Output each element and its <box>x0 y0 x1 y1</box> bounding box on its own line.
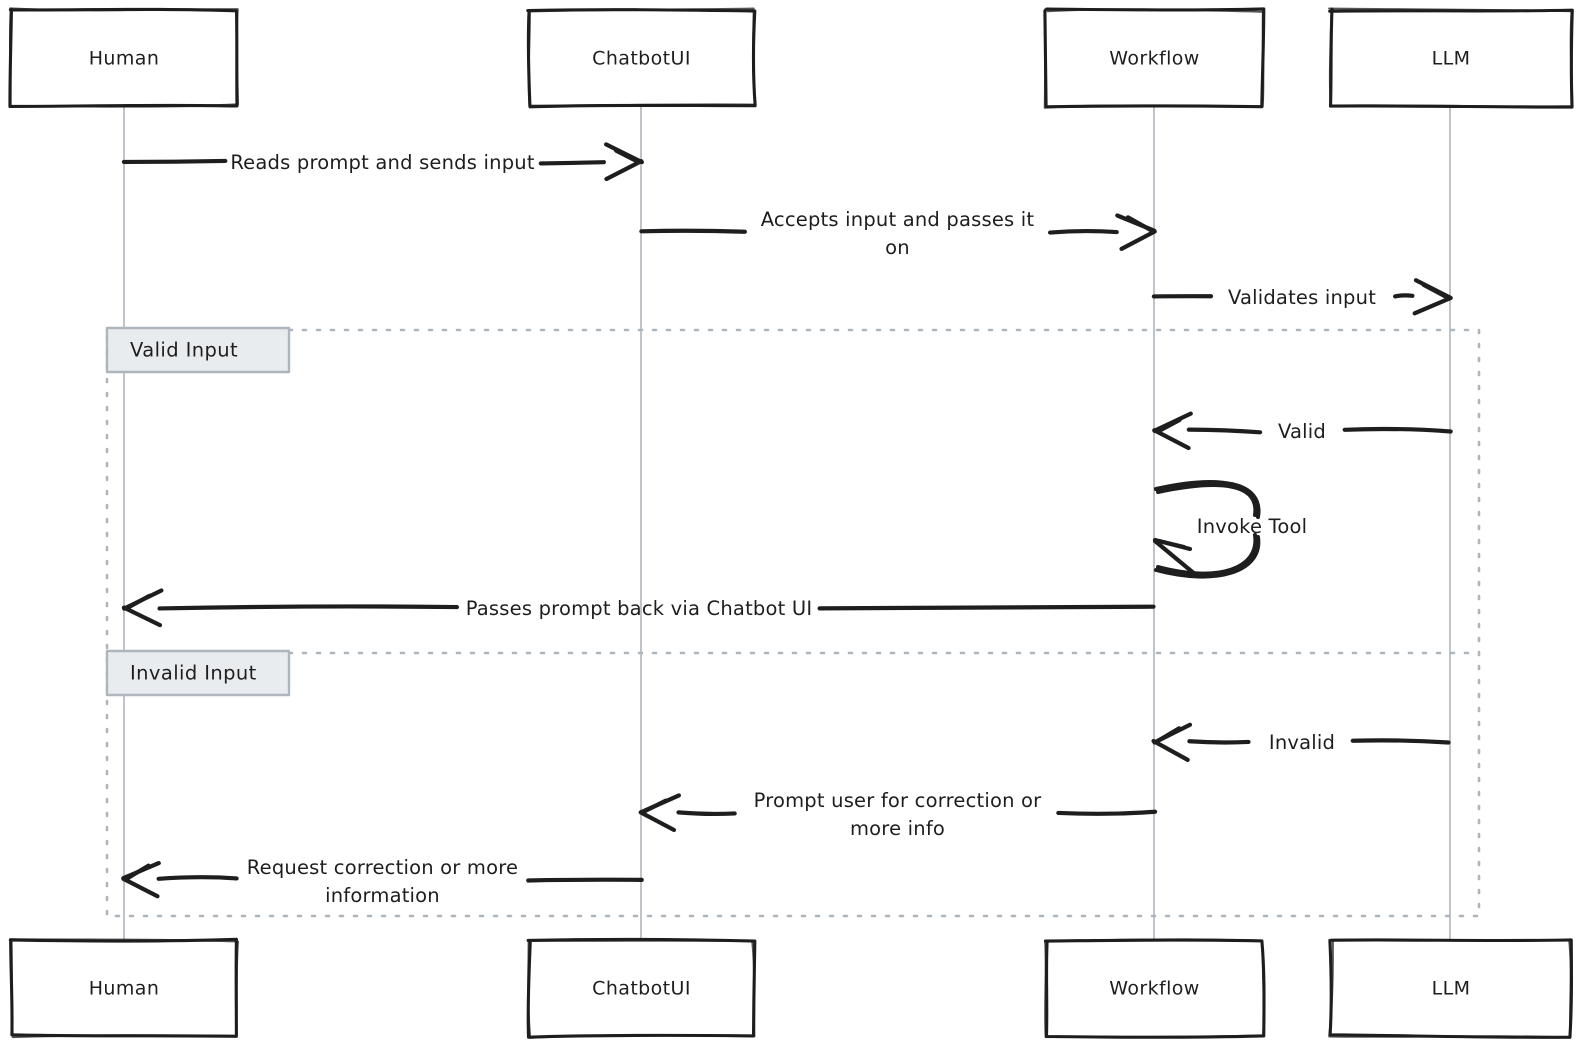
participant-label: ChatbotUI <box>592 48 691 70</box>
message-line-tail <box>1350 738 1451 745</box>
message-m4: Valid <box>1152 411 1453 451</box>
message-line-head <box>1187 739 1251 745</box>
participant-bottom-workflow[interactable]: Workflow <box>1043 938 1266 1039</box>
participant-label: Workflow <box>1109 978 1199 1000</box>
message-label: Valid <box>1278 420 1326 443</box>
message-label: Reads prompt and sends input <box>230 151 535 174</box>
message-label: Validates input <box>1228 286 1376 309</box>
lifelines-group <box>123 106 1451 940</box>
participant-label: Workflow <box>1109 48 1199 70</box>
participant-label: ChatbotUI <box>592 978 691 1000</box>
participant-top-human[interactable]: Human <box>8 7 239 109</box>
message-label: Invoke Tool <box>1197 515 1307 538</box>
message-line-head <box>157 604 459 611</box>
message-line-tail <box>639 228 747 234</box>
message-line-head <box>676 810 737 817</box>
message-line-head <box>1393 293 1415 299</box>
participant-label: LLM <box>1432 978 1471 1000</box>
message-line-head <box>1047 228 1119 235</box>
group-tag-background <box>105 326 291 374</box>
group-tag-label: Valid Input <box>130 339 238 362</box>
group-tag-invalid-input: Invalid Input <box>105 649 291 697</box>
message-m5: Invoke Tool <box>1152 480 1307 579</box>
message-m3: Validates input <box>1151 278 1453 316</box>
participant-label: Human <box>89 978 160 1000</box>
message-label: Invalid <box>1269 731 1335 754</box>
message-line-tail <box>121 158 228 165</box>
participant-top-chatbotui[interactable]: ChatbotUI <box>526 7 757 109</box>
participant-top-workflow[interactable]: Workflow <box>1043 7 1266 109</box>
participant-boxes-top: Human ChatbotUI Workflow LLM <box>8 7 1574 109</box>
message-m6: Passes prompt back via Chatbot UI <box>121 588 1156 628</box>
participant-boxes-bottom: Human ChatbotUI Workflow LLM <box>8 937 1574 1039</box>
participant-bottom-human[interactable]: Human <box>8 937 239 1039</box>
self-loop-top <box>1154 480 1261 519</box>
participant-label: Human <box>89 48 160 70</box>
group-tag-background <box>105 649 291 697</box>
group-tag-label: Invalid Input <box>130 662 257 685</box>
participant-label: LLM <box>1432 48 1471 70</box>
message-line-head <box>1186 427 1263 435</box>
message-line-head <box>538 160 606 166</box>
group-tag-valid-input: Valid Input <box>105 326 291 374</box>
message-line-tail <box>1342 426 1453 434</box>
self-loop-bottom <box>1156 533 1258 576</box>
message-line-tail <box>526 877 644 883</box>
message-m7: Invalid <box>1151 722 1451 762</box>
message-label: Passes prompt back via Chatbot UI <box>466 597 813 620</box>
message-m1: Reads prompt and sends input <box>121 142 644 182</box>
message-line-tail <box>817 604 1156 611</box>
message-line-head <box>156 875 239 881</box>
alt-group-frame <box>105 328 1481 918</box>
alt-frame-border <box>105 328 1481 918</box>
participant-top-llm[interactable]: LLM <box>1328 7 1574 109</box>
participant-bottom-chatbotui[interactable]: ChatbotUI <box>526 937 757 1039</box>
participant-bottom-llm[interactable]: LLM <box>1328 938 1574 1039</box>
message-line-tail <box>1056 809 1158 816</box>
